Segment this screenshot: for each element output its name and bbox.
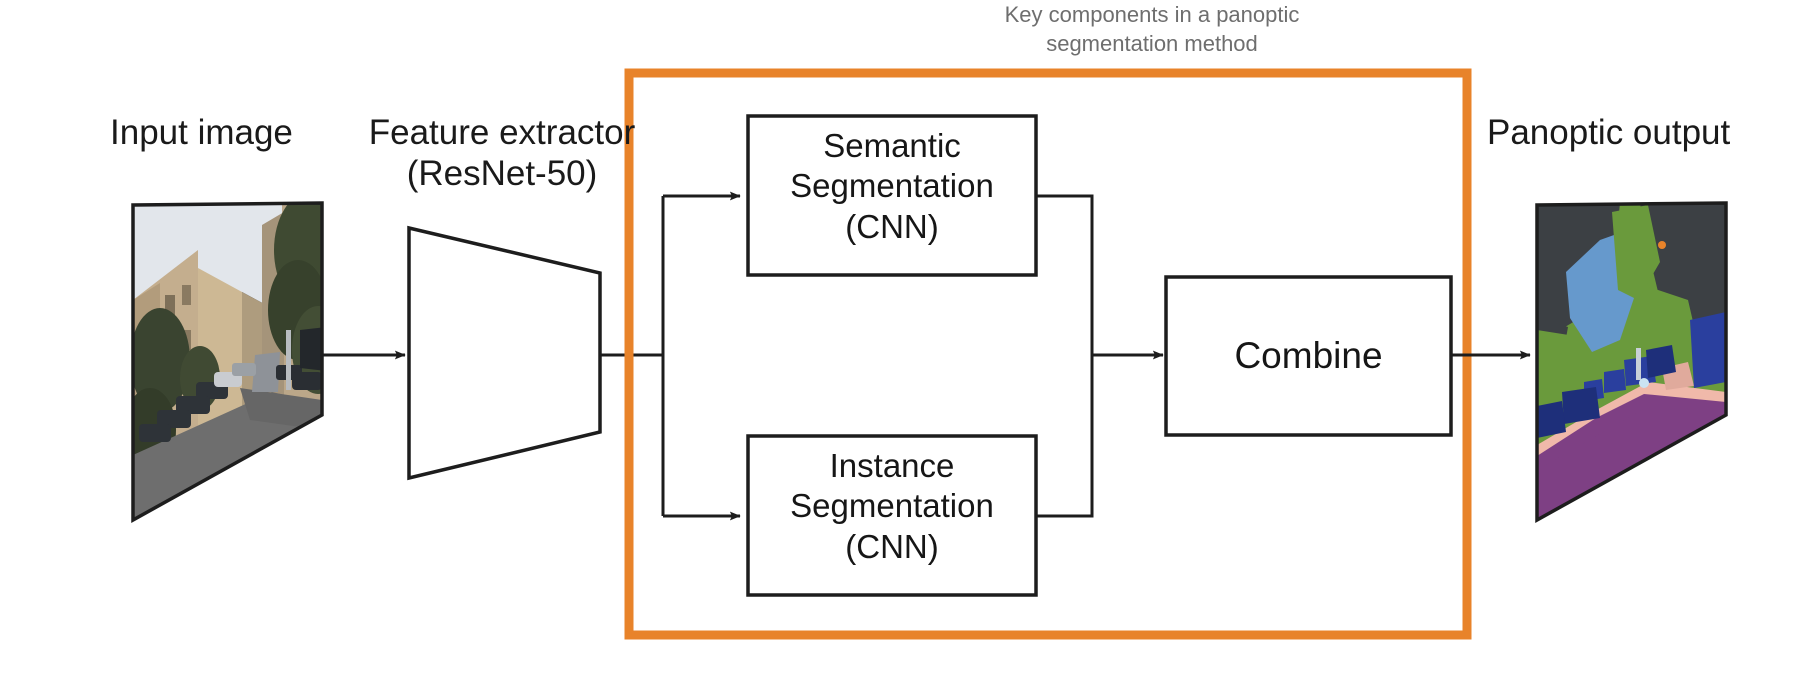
edge-semantic-to-merge bbox=[1036, 194, 1094, 355]
highlight-caption-line2: segmentation method bbox=[1046, 31, 1258, 57]
combine-label: Combine bbox=[1234, 335, 1383, 376]
feature-extractor-label-line1: Feature extractor bbox=[368, 113, 636, 152]
edge-instance-to-merge bbox=[1036, 355, 1094, 518]
panoptic-output-thumbnail bbox=[1537, 203, 1726, 520]
feature-extractor-trapezoid bbox=[407, 225, 602, 481]
semantic-segmentation-label: Semantic Segmentation (CNN) bbox=[748, 126, 1036, 247]
instance-segmentation-box bbox=[746, 434, 1038, 597]
highlight-caption: Key components in a panoptic segmentatio… bbox=[936, 0, 1368, 59]
instance-segmentation-line2: Segmentation bbox=[790, 487, 994, 525]
instance-segmentation-label: Instance Segmentation (CNN) bbox=[748, 446, 1036, 567]
instance-segmentation-line3: (CNN) bbox=[845, 527, 939, 565]
semantic-segmentation-box bbox=[746, 114, 1038, 277]
semantic-segmentation-line1: Semantic bbox=[823, 127, 961, 164]
instance-segmentation-line1: Instance bbox=[829, 447, 955, 484]
panoptic-output-label: Panoptic output bbox=[1487, 113, 1731, 152]
input-image-label: Input image bbox=[110, 113, 293, 152]
feature-extractor-label-line2: (ResNet-50) bbox=[406, 154, 598, 194]
feature-extractor-label: Feature extractor (ResNet-50) bbox=[357, 112, 647, 195]
semantic-segmentation-line3: (CNN) bbox=[845, 207, 939, 245]
input-image-frame bbox=[131, 201, 324, 523]
semantic-segmentation-line2: Segmentation bbox=[790, 167, 994, 205]
input-image-thumbnail bbox=[133, 203, 322, 520]
panoptic-output-frame bbox=[1535, 201, 1728, 523]
highlight-caption-line1: Key components in a panoptic bbox=[1004, 2, 1300, 27]
